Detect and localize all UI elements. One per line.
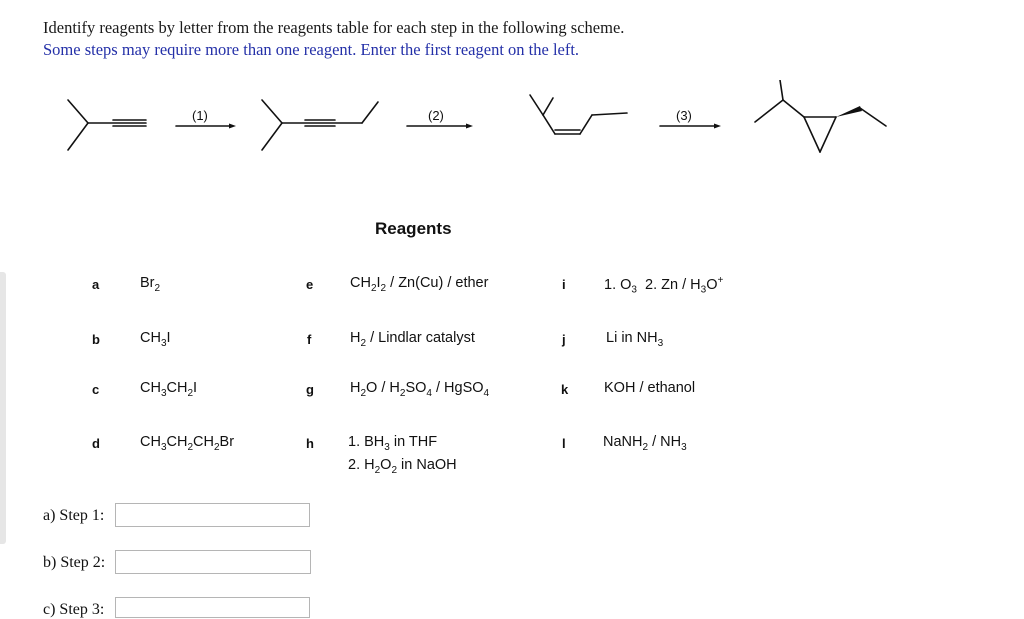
molecule-4-cyclopropane [754, 80, 887, 153]
step-2-label: b) Step 2: [43, 554, 106, 571]
step-1-input[interactable] [115, 503, 310, 527]
step-1-label: a) Step 1: [43, 507, 105, 524]
arrow-1-label: (1) [192, 108, 208, 123]
question-instruction: Identify reagents by letter from the rea… [43, 18, 625, 37]
reagent-letter-l: l [562, 436, 566, 451]
reagent-g: H2O / H2SO4 / HgSO4 [350, 380, 490, 399]
reagent-letter-b: b [92, 332, 100, 347]
reagent-letter-j: j [562, 332, 566, 347]
step-3-label: c) Step 3: [43, 601, 105, 618]
reagent-d: CH3CH2CH2Br [140, 434, 235, 453]
reagent-letter-k: k [561, 382, 569, 397]
reagent-f: H2 / Lindlar catalyst [350, 330, 475, 349]
reagent-b: CH3I [140, 330, 171, 349]
molecule-3-alkene [529, 94, 628, 135]
reagent-letter-c: c [92, 382, 100, 397]
reagent-letter-i: i [562, 277, 566, 292]
reagent-letter-a: a [92, 277, 100, 292]
reagent-j: Li in NH3 [606, 330, 664, 349]
left-scroll-strip [0, 272, 6, 544]
arrow-3-label: (3) [676, 108, 692, 123]
reagent-letter-d: d [92, 436, 100, 451]
reagent-l: NaNH2 / NH3 [603, 434, 687, 453]
reagent-a: Br2 [140, 275, 161, 294]
reagent-h-line1: 1. BH3 in THF [348, 434, 438, 453]
arrow-2-label: (2) [428, 108, 444, 123]
reagent-letter-h: h [306, 436, 314, 451]
step-2-input[interactable] [115, 550, 311, 574]
reagent-h-line2: 2. H2O2 in NaOH [348, 457, 457, 476]
step-3-input[interactable] [115, 597, 310, 618]
reagent-k: KOH / ethanol [604, 380, 696, 396]
reagent-letter-e: e [306, 277, 314, 292]
reaction-scheme: (1) (2) (3) [67, 80, 887, 153]
reagent-letter-g: g [306, 382, 314, 397]
reagent-e: CH2I2 / Zn(Cu) / ether [350, 275, 489, 294]
question-note: Some steps may require more than one rea… [43, 40, 580, 59]
molecule-2-alkyne [261, 99, 379, 151]
reagent-c: CH3CH2I [140, 380, 198, 399]
reagent-letter-f: f [307, 332, 312, 347]
reagent-i: 1. O3 2. Zn / H3O+ [604, 275, 724, 296]
reagents-title: Reagents [375, 219, 452, 238]
molecule-1-alkyne [67, 99, 147, 151]
